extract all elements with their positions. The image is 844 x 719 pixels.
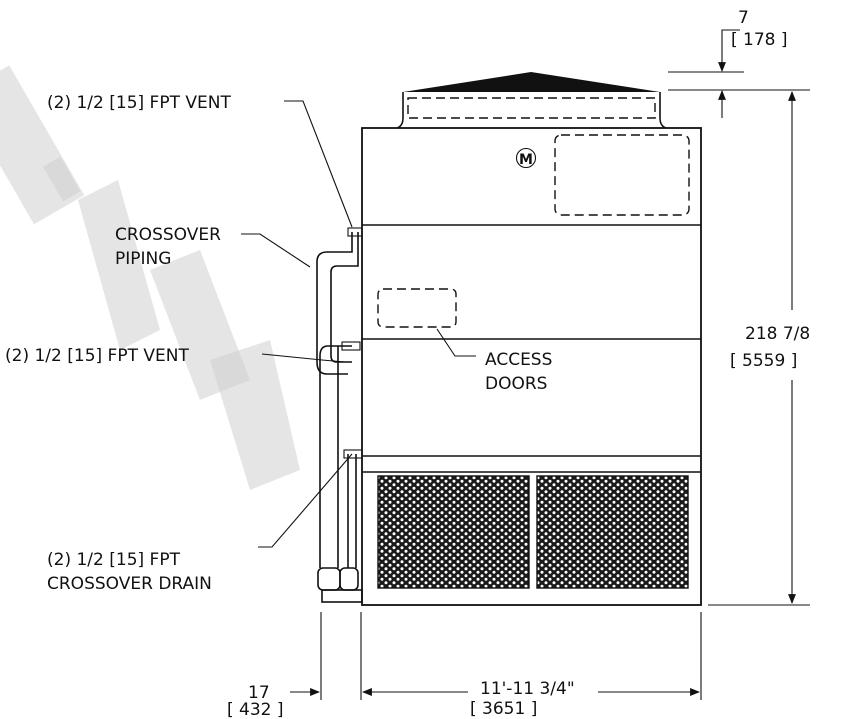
fan-cowl	[403, 72, 660, 92]
crossover-label-line2: PIPING	[115, 249, 171, 269]
vent-mid-label: (2) 1/2 [15] FPT VENT	[5, 346, 189, 366]
fan-stack-left-edge	[396, 92, 404, 129]
width-dim-in: 11'-11 3/4"	[480, 679, 575, 699]
width-dim-mm: [ 3651 ]	[470, 699, 537, 719]
drain-leader	[258, 453, 353, 548]
offset-dim-mm: [ 432 ]	[227, 700, 284, 719]
fan-stack-right-edge	[659, 92, 667, 129]
fan-hidden-outline	[407, 97, 656, 119]
top-dim-in: 7	[738, 8, 749, 28]
vent-top-label: (2) 1/2 [15] FPT VENT	[47, 93, 231, 113]
drain-fitting	[343, 449, 363, 459]
offset-dim-in: 17	[248, 683, 270, 703]
height-dim-mm: [ 5559 ]	[730, 351, 797, 371]
manufacturer-logo-icon: M	[515, 147, 537, 169]
vent-mid-leader	[261, 353, 346, 363]
access-doors-leader	[436, 328, 476, 357]
drain-label-line2: CROSSOVER DRAIN	[47, 574, 212, 594]
height-dim-in: 218 7/8	[745, 324, 810, 344]
svg-text:M: M	[519, 152, 533, 168]
dimensions: 7 [ 178 ] 218 7/8 [ 5559 ] 17 [ 432 ] 11…	[227, 8, 810, 719]
drain-label-line1: (2) 1/2 [15] FPT	[47, 550, 181, 570]
crossover-leader	[241, 233, 311, 268]
middle-vent-fitting	[341, 341, 361, 351]
right-air-inlet-louver	[536, 475, 689, 589]
base-skid	[321, 589, 363, 603]
top-vent-fitting	[347, 227, 363, 237]
top-dim-arrow-upper	[718, 29, 740, 72]
vent-top-leader	[284, 100, 353, 228]
unit-casing	[321, 127, 702, 606]
top-dim-mm: [ 178 ]	[731, 30, 788, 50]
lower-access-door-outline	[377, 288, 457, 328]
access-label-line2: DOORS	[485, 374, 547, 394]
crossover-piping	[316, 227, 363, 591]
access-label-line1: ACCESS	[485, 350, 552, 370]
crossover-label-line1: CROSSOVER	[115, 225, 221, 245]
preliminary-watermark	[0, 65, 300, 490]
upper-access-door-outline	[554, 134, 690, 216]
left-air-inlet-louver	[377, 475, 530, 589]
fan-stack	[396, 72, 667, 129]
callouts: (2) 1/2 [15] FPT VENT CROSSOVER PIPING (…	[5, 93, 552, 594]
